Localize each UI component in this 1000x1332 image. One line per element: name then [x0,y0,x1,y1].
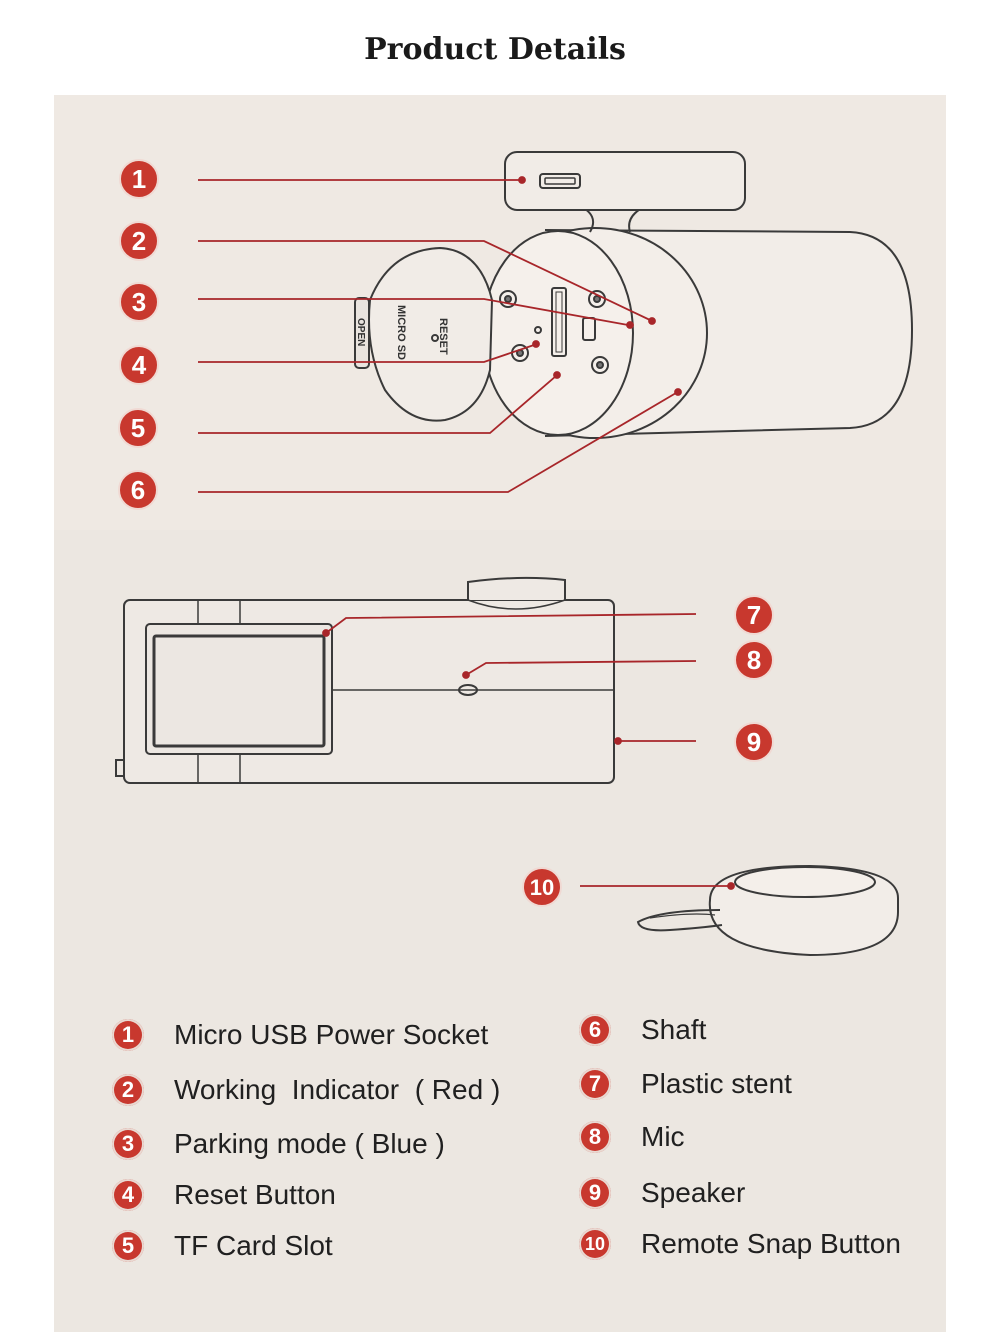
legend-number: 7 [579,1068,611,1100]
legend-item-3: 3 Parking mode ( Blue ) [112,1124,445,1164]
legend-item-6: 6 Shaft [579,1010,706,1050]
slot-cover [368,246,494,422]
legend-label: Shaft [641,1014,707,1045]
svg-text:7: 7 [747,600,761,630]
legend-label: Micro USB Power Socket [174,1019,489,1050]
legend-number: 9 [579,1177,611,1209]
legend-item-1: 1 Micro USB Power Socket [112,1015,488,1055]
callout-9: 9 [734,722,774,762]
legend-number: 3 [112,1128,144,1160]
leader-lines-side [322,613,697,745]
legend-number: 5 [112,1230,144,1262]
callout-1: 1 [119,159,159,199]
legend-item-7: 7 Plastic stent [579,1064,792,1104]
legend-label: Working Indicator ( Red ) [174,1074,501,1105]
callout-2: 2 [119,221,159,261]
callout-10: 10 [522,867,562,907]
legend-number: 10 [579,1228,611,1260]
legend-item-5: 5 TF Card Slot [112,1226,333,1266]
camera-mount [504,151,746,211]
callout-3: 3 [119,282,159,322]
lid-label-micro-sd: MICRO SD [395,305,407,360]
svg-text:5: 5 [131,413,145,443]
legend-item-2: 2 Working Indicator ( Red ) [112,1070,500,1110]
svg-text:2: 2 [132,226,146,256]
callout-5: 5 [118,408,158,448]
legend-number: 4 [112,1179,144,1211]
svg-text:8: 8 [747,645,761,675]
leader-line-remote [580,882,735,890]
remote-button [636,864,899,957]
svg-text:4: 4 [132,350,147,380]
lid-label-reset: RESET [437,318,449,355]
legend-number: 2 [112,1074,144,1106]
svg-text:1: 1 [132,164,146,194]
callout-6: 6 [118,470,158,510]
svg-text:3: 3 [132,287,146,317]
legend-item-10: 10 Remote Snap Button [579,1224,901,1264]
remote-strap [636,909,723,932]
legend-label: Reset Button [174,1179,336,1210]
camera-top-view [354,151,914,439]
legend-label: Plastic stent [641,1068,792,1099]
indicator-hole-left [499,290,517,308]
legend-label: Speaker [641,1177,746,1208]
camera-side-view [115,576,615,784]
lid-label-open: OPEN [355,318,366,346]
svg-text:10: 10 [530,875,554,900]
callout-7: 7 [734,595,774,635]
legend-label: TF Card Slot [174,1230,333,1261]
callout-badges: 1 2 3 4 5 6 7 8 [118,159,774,907]
legend-label: Parking mode ( Blue ) [174,1128,445,1159]
legend-number: 6 [579,1014,611,1046]
side-screen [152,634,326,748]
legend-label: Remote Snap Button [641,1228,901,1259]
usb-port [539,173,581,189]
legend-label: Mic [641,1121,685,1152]
camera-front-face [482,230,634,436]
legend-number: 1 [112,1019,144,1051]
page-title: Product Details [364,32,626,67]
svg-text:9: 9 [747,727,761,757]
mic-hole [458,684,478,696]
side-screen-frame [145,623,333,755]
sd-slot [551,287,567,357]
legend-item-8: 8 Mic [579,1117,685,1157]
leader-lines-top [198,176,682,493]
legend-item-9: 9 Speaker [579,1173,745,1213]
legend-item-4: 4 Reset Button [112,1175,336,1215]
svg-text:6: 6 [131,475,145,505]
legend-number: 8 [579,1121,611,1153]
callout-4: 4 [119,345,159,385]
callout-8: 8 [734,640,774,680]
